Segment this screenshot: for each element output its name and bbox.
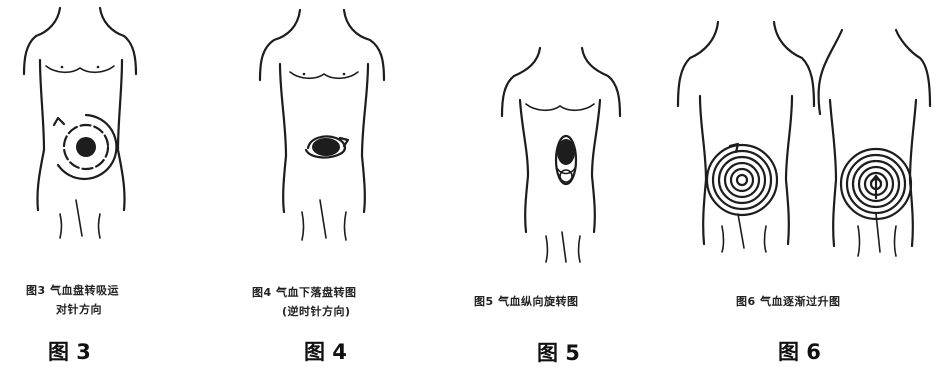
- figure-6-torso-right: [819, 30, 930, 256]
- figure-3-torso: [24, 8, 136, 238]
- figure-4-caption-line2: (逆时针方向): [282, 303, 351, 319]
- figure-3-label: 图 3: [48, 336, 91, 366]
- figure-4-torso: [260, 10, 384, 240]
- figure-3-caption-line1: 图3 气血盘转吸运: [26, 282, 119, 298]
- figure-5-label: 图 5: [537, 337, 580, 367]
- figure-6-caption-line1: 图6 气血逐渐过升图: [736, 293, 840, 309]
- navel-dot: [76, 137, 96, 157]
- figure-3-caption-line2: 对针方向: [56, 301, 102, 317]
- figure-6-label: 图 6: [778, 336, 821, 366]
- figure-6-torso-left: [678, 22, 814, 252]
- figure-5-caption-line1: 图5 气血纵向旋转图: [474, 293, 578, 309]
- figure-4-label: 图 4: [304, 336, 347, 366]
- figure-5-torso: [502, 48, 620, 262]
- figure-4-caption-line1: 图4 气血下落盘转图: [252, 284, 356, 300]
